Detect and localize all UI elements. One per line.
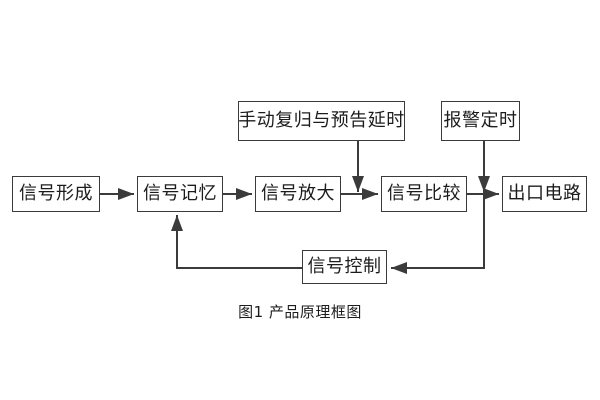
node-signal-compare[interactable]: 信号比较	[381, 176, 467, 212]
node-manual-reset[interactable]: 手动复归与预告延时	[238, 101, 405, 141]
figure-caption: 图1 产品原理框图	[238, 303, 362, 321]
node-label: 信号形成	[19, 183, 93, 204]
node-label: 信号比较	[387, 183, 461, 204]
node-output-circuit[interactable]: 出口电路	[502, 176, 587, 212]
node-label: 报警定时	[443, 110, 518, 131]
node-label: 信号控制	[307, 256, 382, 277]
node-signal-control[interactable]: 信号控制	[302, 250, 387, 284]
connector-control-to-memory	[171, 215, 302, 269]
node-alarm-timer[interactable]: 报警定时	[441, 101, 520, 141]
node-signal-form[interactable]: 信号形成	[12, 176, 100, 212]
node-label: 信号记忆	[143, 183, 217, 204]
node-label: 出口电路	[507, 183, 582, 204]
node-signal-memory[interactable]: 信号记忆	[137, 176, 223, 212]
node-signal-amplify[interactable]: 信号放大	[255, 176, 341, 212]
node-label: 信号放大	[261, 183, 335, 204]
connector-output-branch-to-control	[391, 194, 485, 274]
node-label: 手动复归与预告延时	[238, 110, 405, 131]
